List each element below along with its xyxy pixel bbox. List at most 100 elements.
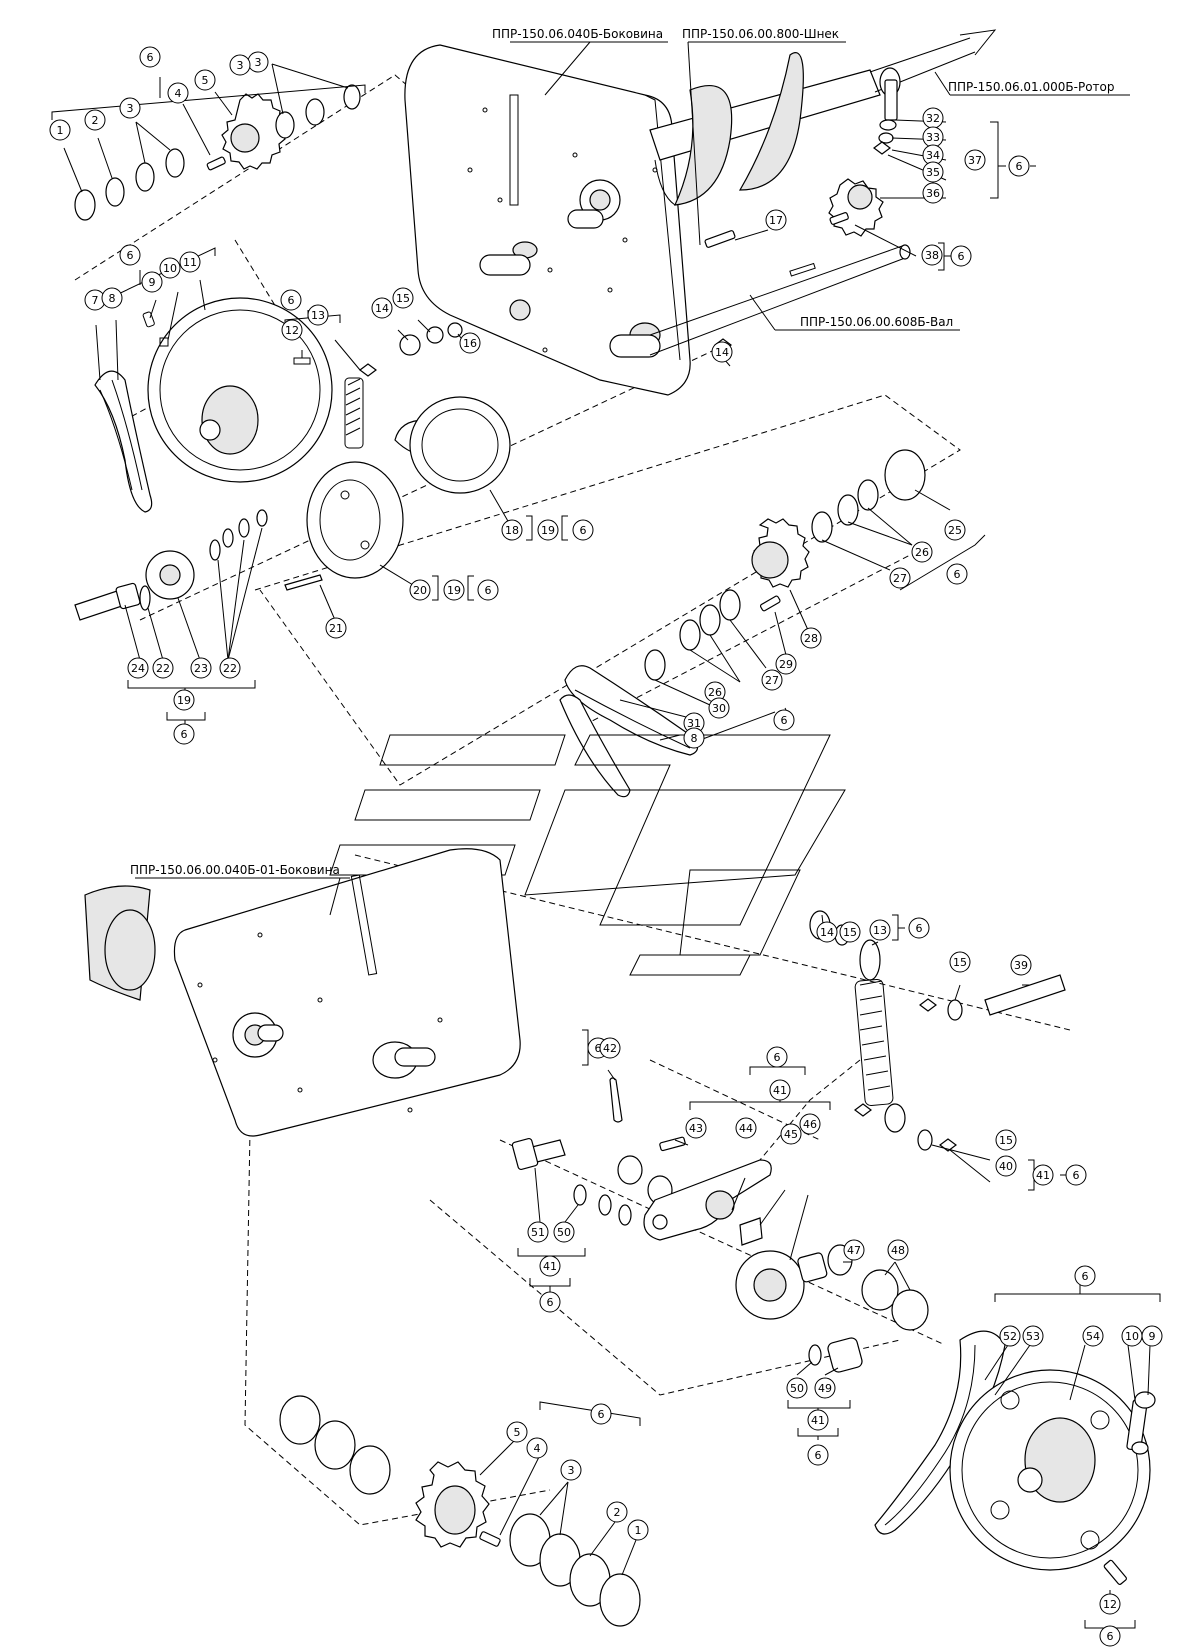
callout-25: 25 bbox=[944, 519, 966, 541]
tensioner-bottom bbox=[609, 910, 1066, 1152]
callout-circle bbox=[139, 46, 161, 68]
callout-number: 18 bbox=[505, 524, 519, 537]
callout-number: 8 bbox=[109, 292, 116, 305]
callout-10: 10 bbox=[1121, 1325, 1143, 1347]
callout-circle bbox=[553, 1221, 575, 1243]
callout-number: 41 bbox=[773, 1084, 787, 1097]
callout-4: 4 bbox=[167, 82, 189, 104]
callout-circle bbox=[1010, 954, 1032, 976]
callout-45: 45 bbox=[780, 1123, 802, 1145]
callout-circle bbox=[409, 579, 431, 601]
callout-number: 1 bbox=[57, 124, 64, 137]
callout-circle bbox=[526, 1437, 548, 1459]
callout-circle bbox=[761, 669, 783, 691]
callout-circle bbox=[800, 627, 822, 649]
callout-number: 33 bbox=[926, 131, 940, 144]
label-bokovina01: ППР-150.06.00.040Б-01-Боковина bbox=[130, 863, 340, 877]
callout-44: 44 bbox=[735, 1117, 757, 1139]
callout-23: 23 bbox=[190, 657, 212, 679]
callout-number: 46 bbox=[803, 1118, 817, 1131]
callout-number: 6 bbox=[1082, 1270, 1089, 1283]
callout-circle bbox=[708, 697, 730, 719]
callout-52: 52 bbox=[999, 1325, 1021, 1347]
callout-1: 1 bbox=[627, 1519, 649, 1541]
callout-number: 27 bbox=[893, 572, 907, 585]
callout-circle bbox=[173, 689, 195, 711]
callout-number: 24 bbox=[131, 662, 145, 675]
callout-number: 48 bbox=[891, 1244, 905, 1257]
callout-number: 52 bbox=[1003, 1330, 1017, 1343]
callout-26: 26 bbox=[911, 541, 933, 563]
callout-number: 6 bbox=[958, 250, 965, 263]
callout-circle bbox=[944, 519, 966, 541]
callout-number: 22 bbox=[223, 662, 237, 675]
callout-53: 53 bbox=[1022, 1325, 1044, 1347]
callout-number: 6 bbox=[580, 524, 587, 537]
callout-number: 20 bbox=[413, 584, 427, 597]
callout-circle bbox=[280, 289, 302, 311]
callout-circle bbox=[190, 657, 212, 679]
callout-circle bbox=[1065, 1164, 1087, 1186]
callout-circle bbox=[307, 304, 329, 326]
callout-number: 53 bbox=[1026, 1330, 1040, 1343]
callout-6: 6 bbox=[1008, 155, 1030, 177]
callout-circle bbox=[922, 182, 944, 204]
callout-6: 6 bbox=[139, 46, 161, 68]
callout-6: 6 bbox=[908, 917, 930, 939]
callout-2: 2 bbox=[606, 1501, 628, 1523]
callout-circle bbox=[167, 82, 189, 104]
callout-number: 14 bbox=[820, 926, 834, 939]
callout-6: 6 bbox=[946, 563, 968, 585]
label-shnek: ППР-150.06.00.800-Шнек bbox=[682, 27, 839, 41]
callout-circle bbox=[119, 97, 141, 119]
callout-number: 19 bbox=[177, 694, 191, 707]
callout-35: 35 bbox=[922, 161, 944, 183]
callout-number: 6 bbox=[598, 1408, 605, 1421]
callout-22: 22 bbox=[152, 657, 174, 679]
callout-circle bbox=[127, 657, 149, 679]
callout-13: 13 bbox=[307, 304, 329, 326]
bottom-right-parts bbox=[874, 1330, 1156, 1585]
callout-number: 19 bbox=[541, 524, 555, 537]
callout-28: 28 bbox=[800, 627, 822, 649]
callout-circle bbox=[141, 271, 163, 293]
callout-circle bbox=[459, 332, 481, 354]
callout-number: 22 bbox=[156, 662, 170, 675]
callout-4: 4 bbox=[526, 1437, 548, 1459]
callout-number: 6 bbox=[181, 728, 188, 741]
callout-number: 28 bbox=[804, 632, 818, 645]
callout-2: 2 bbox=[84, 109, 106, 131]
callout-number: 15 bbox=[999, 1134, 1013, 1147]
callout-circle bbox=[1082, 1325, 1104, 1347]
callout-8: 8 bbox=[683, 727, 705, 749]
callout-number: 40 bbox=[999, 1160, 1013, 1173]
callout-number: 41 bbox=[543, 1260, 557, 1273]
callout-circle bbox=[101, 287, 123, 309]
callout-number: 6 bbox=[288, 294, 295, 307]
callout-circle bbox=[735, 1117, 757, 1139]
callout-number: 3 bbox=[127, 102, 134, 115]
callout-number: 45 bbox=[784, 1128, 798, 1141]
callout-circle bbox=[539, 1291, 561, 1313]
callout-circle bbox=[946, 563, 968, 585]
callout-10: 10 bbox=[159, 257, 181, 279]
callout-27: 27 bbox=[889, 567, 911, 589]
callout-6: 6 bbox=[477, 579, 499, 601]
callout-5: 5 bbox=[506, 1421, 528, 1443]
callout-circle bbox=[711, 341, 733, 363]
callout-48: 48 bbox=[887, 1239, 909, 1261]
callout-12: 12 bbox=[281, 319, 303, 341]
callout-number: 21 bbox=[329, 622, 343, 635]
callout-circle bbox=[194, 69, 216, 91]
callout-50: 50 bbox=[786, 1377, 808, 1399]
callout-circle bbox=[995, 1155, 1017, 1177]
callout-number: 4 bbox=[534, 1442, 541, 1455]
callout-circle bbox=[325, 617, 347, 639]
callout-number: 12 bbox=[1103, 1598, 1117, 1611]
callout-number: 6 bbox=[1107, 1630, 1114, 1643]
callout-11: 11 bbox=[179, 251, 201, 273]
callout-circle bbox=[765, 209, 787, 231]
callout-number: 6 bbox=[774, 1051, 781, 1064]
callout-circle bbox=[950, 245, 972, 267]
